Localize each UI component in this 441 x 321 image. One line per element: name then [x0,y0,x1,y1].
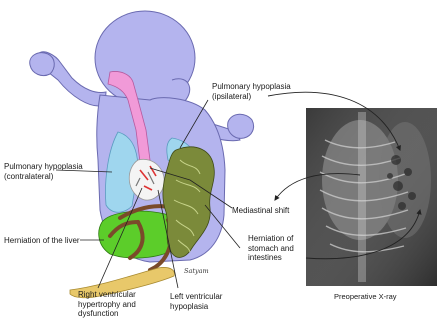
label-mediastinal-shift: Mediastinal shift [232,206,289,216]
xray-image [306,108,437,286]
label-herniation-liver: Herniation of the liver [4,236,80,246]
label-right-ventricular: Right ventricular hypertrophy and dysfun… [78,290,136,319]
artist-signature: Satyam [184,267,209,277]
label-herniation-stomach-intestines: Herniation of stomach and intestines [248,234,294,263]
label-pulmonary-hypoplasia-ipsilateral: Pulmonary hypoplasia (ipsilateral) [212,82,291,101]
label-left-ventricular: Left ventricular hypoplasia [170,292,222,311]
xray-caption: Preoperative X-ray [334,292,397,302]
label-pulmonary-hypoplasia-contralateral: Pulmonary hypoplasia (contralateral) [4,162,83,181]
